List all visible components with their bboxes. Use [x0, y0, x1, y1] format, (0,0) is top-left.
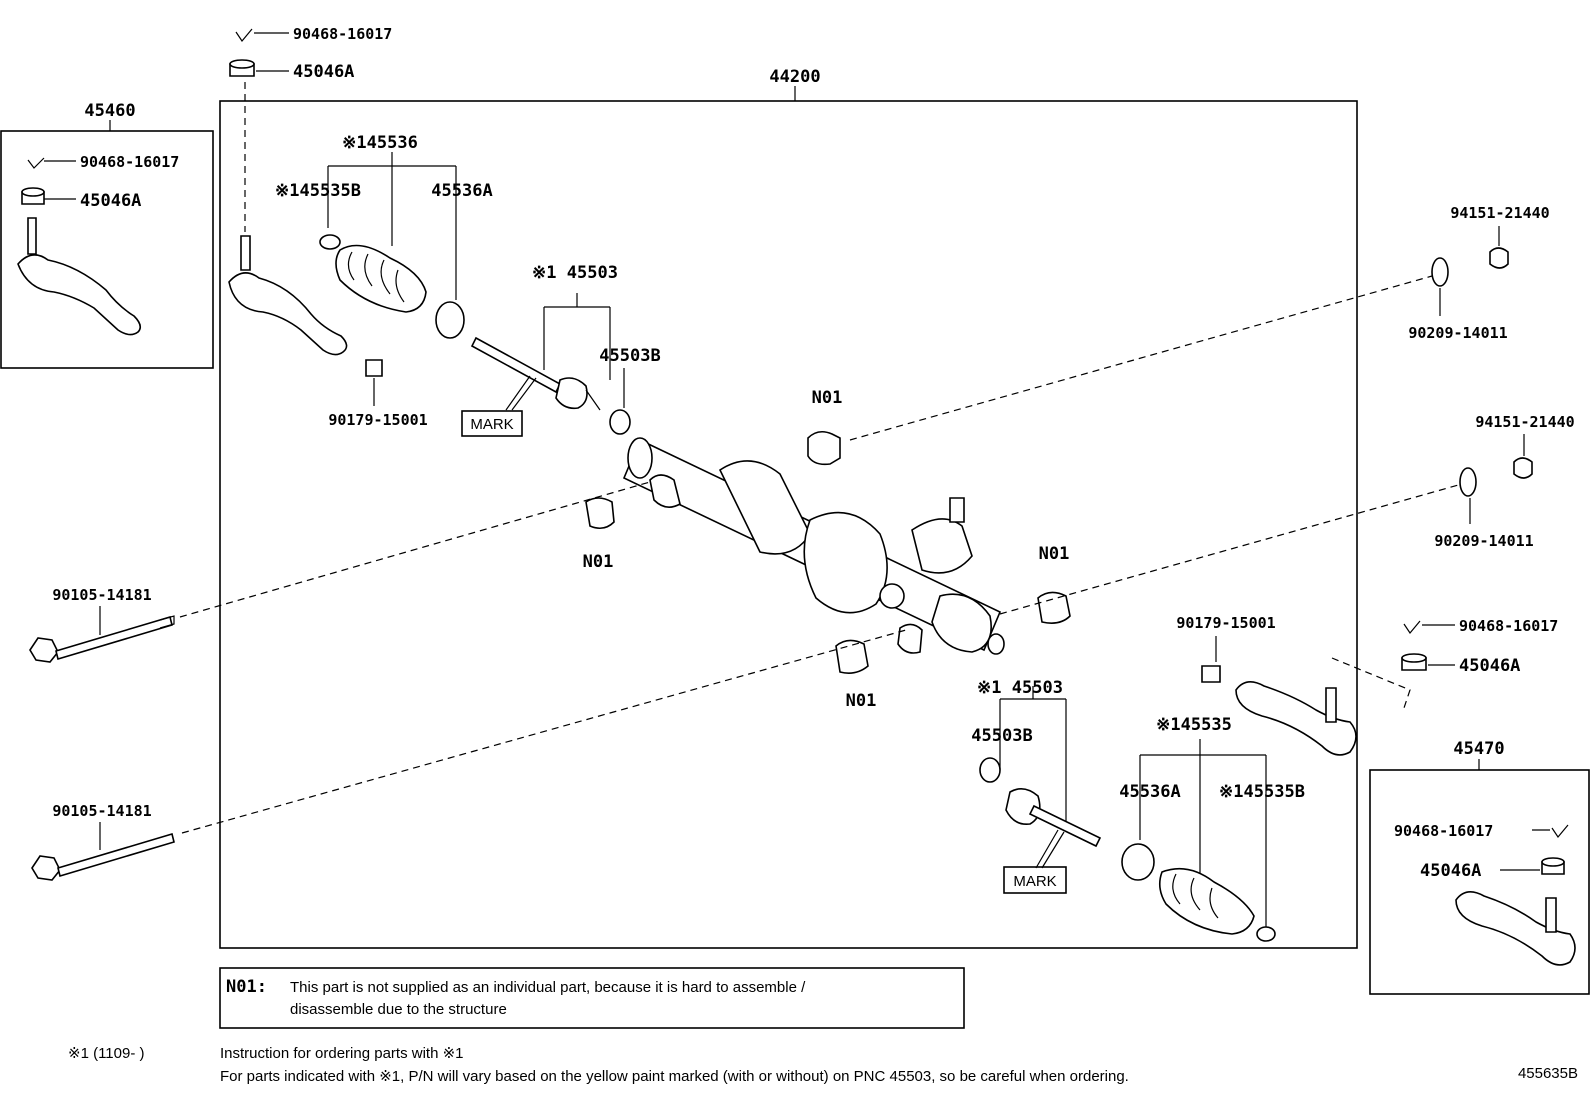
left-kit-box: [0, 130, 214, 369]
left-box-nut-label[interactable]: 45046A: [80, 191, 141, 211]
boot-ring-left: [435, 301, 465, 339]
washer-left-label[interactable]: 45503B: [599, 346, 660, 366]
nut-r2-label[interactable]: 94151-21440: [1475, 413, 1574, 431]
lock-washer-left: [609, 409, 631, 435]
boot-clamp-left: [319, 234, 341, 250]
rod-left-label[interactable]: ※1 45503: [532, 263, 618, 283]
right-kit-label[interactable]: 45470: [1453, 739, 1504, 759]
mount-bushing-mid-left: [585, 497, 615, 530]
n01-note-code: N01:: [226, 977, 267, 997]
n01-right-label[interactable]: N01: [1039, 544, 1070, 564]
boot-ring-right: [1121, 843, 1155, 881]
n01-note-box: [219, 967, 965, 1029]
boot-kit-left-label[interactable]: ※145536: [342, 133, 418, 153]
inner-tie-rod-right: [1028, 804, 1102, 848]
nut-r1-label[interactable]: 94151-21440: [1450, 204, 1549, 222]
mount-bushing-top: [807, 430, 841, 466]
clip-right-label[interactable]: 90468-16017: [1459, 617, 1558, 635]
bolt-2-label[interactable]: 90105-14181: [52, 802, 151, 820]
cotter-pin-icon: [235, 28, 253, 43]
cotter-pin-icon: [1403, 620, 1421, 635]
nut-right-label[interactable]: 45046A: [1459, 656, 1520, 676]
bolt-lower: [31, 832, 175, 881]
bolt-1-label[interactable]: 90105-14181: [52, 586, 151, 604]
left-box-clip-label[interactable]: 90468-16017: [80, 153, 179, 171]
flange-nut-r1: [1489, 247, 1509, 269]
right-box-clip-label[interactable]: 90468-16017: [1394, 822, 1493, 840]
ring-right-label[interactable]: 45536A: [1119, 782, 1180, 802]
n01-note-line1: This part is not supplied as an individu…: [290, 979, 806, 996]
steering-boot-right: [1158, 867, 1255, 935]
ring-left-label[interactable]: 45536A: [431, 181, 492, 201]
mark-right-box: [1003, 866, 1067, 894]
mount-bushing-right: [1037, 591, 1071, 624]
cotter-pin-icon: [27, 157, 45, 169]
clamp-right-label[interactable]: ※145535B: [1219, 782, 1305, 802]
mark-left-box: [461, 410, 523, 437]
bolt-upper: [29, 615, 175, 663]
footnote-body: For parts indicated with ※1, P/N will va…: [220, 1068, 1129, 1085]
washer-r2: [1459, 467, 1477, 497]
boot-clamp-right: [1256, 926, 1276, 942]
steering-rack-housing: [622, 437, 1005, 655]
steering-boot-left: [335, 244, 427, 313]
clip-top-label[interactable]: 90468-16017: [293, 25, 392, 43]
n01-bottom-label[interactable]: N01: [846, 691, 877, 711]
tie-rod-end-left-kit: [17, 254, 142, 336]
bushing-right-end-label[interactable]: 90179-15001: [1176, 614, 1275, 632]
mark-left-label[interactable]: MARK: [470, 416, 513, 433]
diagram-id: 455635B: [1518, 1065, 1578, 1082]
n01-top-label[interactable]: N01: [812, 388, 843, 408]
nut-top-label[interactable]: 45046A: [293, 62, 354, 82]
left-kit-label[interactable]: 45460: [84, 101, 135, 121]
n01-mid-left-label[interactable]: N01: [583, 552, 614, 572]
mount-bushing-bottom: [835, 639, 869, 674]
flange-nut-r2: [1513, 457, 1533, 479]
boot-kit-right-label[interactable]: ※145535: [1156, 715, 1232, 735]
tie-rod-end-right-kit: [1455, 891, 1576, 966]
n01-note-line2: disassemble due to the structure: [290, 1001, 507, 1018]
mark-right-label[interactable]: MARK: [1013, 873, 1056, 890]
assembly-label[interactable]: 44200: [769, 67, 820, 87]
washer-r1-label[interactable]: 90209-14011: [1408, 324, 1507, 342]
tie-rod-end-right: [1235, 681, 1357, 756]
inner-tie-rod-left: [470, 336, 562, 394]
footnote-title: Instruction for ordering parts with ※1: [220, 1045, 464, 1062]
assembly-frame: [219, 100, 1358, 949]
bushing-right: [1201, 665, 1221, 683]
washer-r1: [1431, 257, 1449, 287]
rod-right-label[interactable]: ※1 45503: [977, 678, 1063, 698]
clamp-left-label[interactable]: ※145535B: [275, 181, 361, 201]
cotter-pin-icon: [1551, 824, 1569, 839]
bushing-left: [365, 359, 383, 377]
washer-r2-label[interactable]: 90209-14011: [1434, 532, 1533, 550]
footnote-ref: ※1 (1109- ): [68, 1045, 145, 1062]
lock-washer-right: [979, 757, 1001, 783]
right-box-nut-label[interactable]: 45046A: [1420, 861, 1481, 881]
tie-rod-end-left: [228, 272, 348, 356]
washer-right-label[interactable]: 45503B: [971, 726, 1032, 746]
bushing-left-end-label[interactable]: 90179-15001: [328, 411, 427, 429]
